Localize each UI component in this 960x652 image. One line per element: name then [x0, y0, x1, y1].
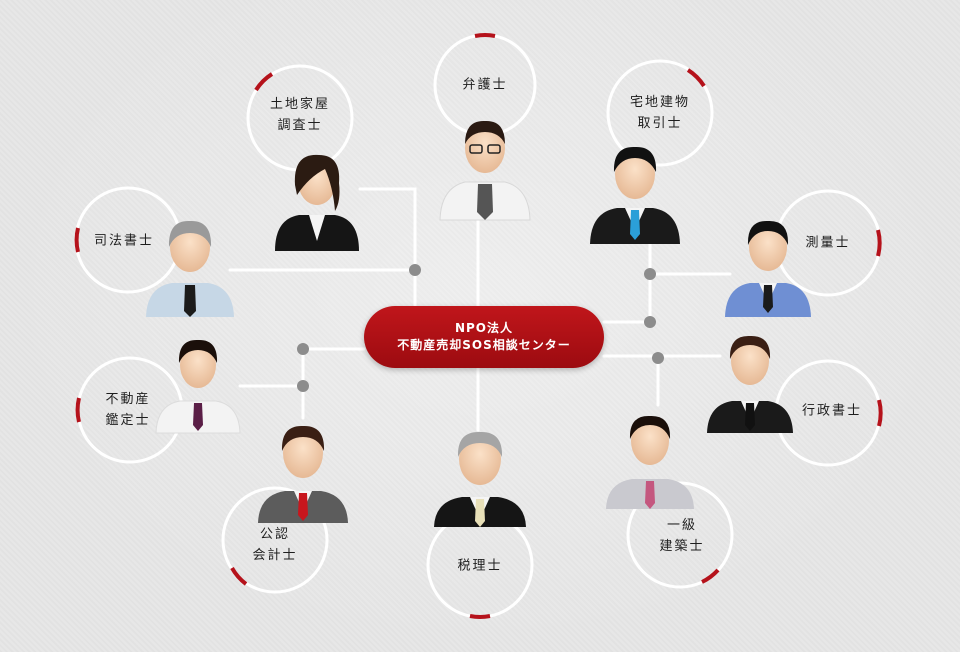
person-shihoshoshi-avatar [146, 220, 234, 317]
person-zeirishi-avatar [434, 431, 526, 527]
role-label-takuchi: 宅地建物 取引士 [629, 95, 691, 131]
person-takuchi-avatar [590, 146, 680, 244]
role-label-kenchikushi: 一級 建築士 [659, 518, 705, 554]
role-label-tochikaoku: 土地家屋 調査士 [269, 97, 331, 133]
role-label-gyoseishoshi: 行政書士 [801, 403, 863, 419]
center-title-line1: NPO法人 [454, 321, 514, 335]
junction-dots [297, 264, 664, 392]
circle-kaikeishi [221, 486, 329, 594]
center-organization-badge: NPO法人 不動産売却SOS相談センター [364, 306, 604, 368]
person-fudosan-kantei-avatar [155, 339, 241, 434]
role-label-kaikeishi: 公認 会計士 [252, 527, 298, 563]
person-kenchikushi-avatar [606, 415, 694, 509]
person-tochikaoku-avatar [275, 154, 359, 251]
role-label-bengoshi: 弁護士 [462, 77, 508, 93]
role-label-shihoshoshi: 司法書士 [93, 233, 155, 249]
role-label-zeirishi: 税理士 [457, 558, 503, 574]
center-title-line2: 不動産売却SOS相談センター [397, 338, 571, 352]
circle-takuchi [606, 59, 714, 167]
role-label-sokuryoshi: 測量士 [805, 235, 851, 251]
person-gyoseishoshi-avatar [707, 335, 793, 433]
person-bengoshi-avatar [439, 120, 531, 221]
person-kaikeishi-avatar [258, 425, 348, 523]
person-sokuryoshi-avatar [725, 220, 811, 317]
role-label-fudosan-kantei: 不動産 鑑定士 [105, 392, 151, 428]
